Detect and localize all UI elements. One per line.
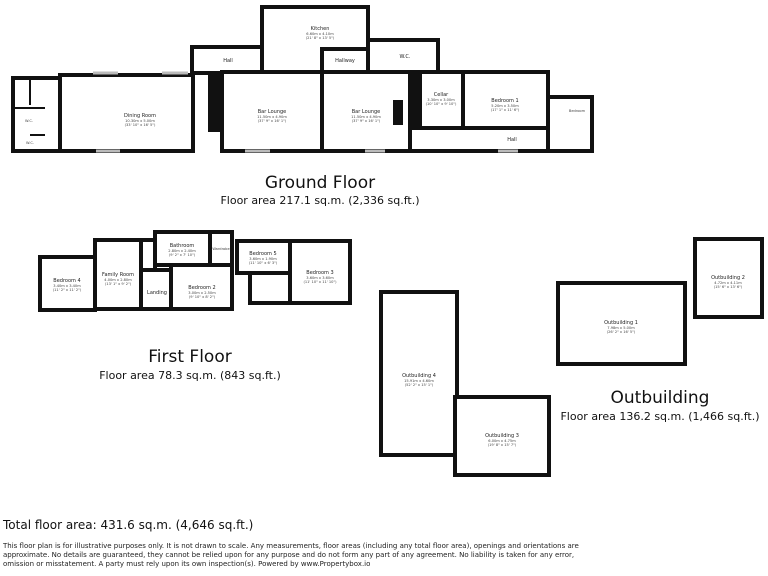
svg-text:Family Room: Family Room [102, 272, 134, 278]
svg-text:(13' 1" x 9' 2"): (13' 1" x 9' 2") [105, 282, 132, 286]
svg-text:Bedroom 3: Bedroom 3 [306, 270, 333, 276]
svg-text:(37' 9" x 16' 1"): (37' 9" x 16' 1") [258, 119, 287, 123]
svg-text:Hall: Hall [223, 58, 233, 64]
first-floor-plan [38, 230, 352, 312]
first-floor-area: Floor area 78.3 sq.m. (843 sq.ft.) [99, 369, 281, 382]
svg-text:(11' 2" x 11' 2"): (11' 2" x 11' 2") [53, 288, 82, 292]
svg-text:(11' 10" x 11' 10"): (11' 10" x 11' 10") [303, 280, 337, 284]
fireplace [393, 100, 403, 125]
svg-text:11.50m x 4.90m: 11.50m x 4.90m [351, 115, 381, 119]
svg-text:3.60m x 1.90m: 3.60m x 1.90m [249, 257, 277, 261]
outbuilding-2 [693, 237, 764, 319]
room-bedroom-2 [169, 263, 234, 311]
svg-text:Outbuilding 2: Outbuilding 2 [711, 275, 745, 281]
svg-text:Bedroom: Bedroom [569, 109, 586, 113]
svg-text:Cellar: Cellar [434, 92, 449, 98]
room-right-wing [546, 95, 594, 153]
svg-text:4.72m x 4.11m: 4.72m x 4.11m [714, 281, 742, 285]
svg-text:Kitchen: Kitchen [311, 26, 330, 32]
outbuilding-4 [379, 290, 459, 457]
room-wc [366, 38, 440, 74]
svg-text:Bedroom 2: Bedroom 2 [188, 285, 215, 291]
outbuilding-plan [379, 237, 764, 477]
svg-text:10.30m x 5.00m: 10.30m x 5.00m [125, 119, 155, 123]
svg-text:15.91m x 4.60m: 15.91m x 4.60m [404, 379, 434, 383]
svg-text:Bedroom 5: Bedroom 5 [249, 251, 276, 257]
svg-text:Outbuilding 1: Outbuilding 1 [604, 320, 638, 326]
stairs [139, 238, 157, 272]
svg-text:Landing: Landing [147, 290, 167, 296]
svg-text:(21' 8" x 13' 5"): (21' 8" x 13' 5") [306, 36, 335, 40]
svg-text:Outbuilding 4: Outbuilding 4 [402, 373, 436, 379]
svg-text:(37' 9" x 16' 1"): (37' 9" x 16' 1") [352, 119, 381, 123]
svg-text:(15' 6" x 13' 6"): (15' 6" x 13' 6") [714, 285, 743, 289]
room-bedroom-3 [288, 239, 352, 305]
svg-text:(33' 10" x 16' 5"): (33' 10" x 16' 5") [125, 123, 156, 127]
svg-text:(10' 10" x 9' 10"): (10' 10" x 9' 10") [426, 102, 457, 106]
svg-text:W.C.: W.C. [399, 54, 410, 60]
svg-text:Hallway: Hallway [335, 58, 355, 64]
svg-text:7.98m x 5.00m: 7.98m x 5.00m [607, 326, 635, 330]
chimney-breast [410, 74, 420, 130]
ground-floor-plan [11, 5, 594, 153]
svg-text:Outbuilding 3: Outbuilding 3 [485, 433, 519, 439]
svg-text:6.00m x 4.75m: 6.00m x 4.75m [488, 439, 516, 443]
svg-text:W.C.: W.C. [25, 119, 33, 123]
svg-text:Wardrobe: Wardrobe [212, 247, 230, 251]
svg-text:Hall: Hall [507, 137, 517, 143]
svg-text:6.60m x 4.10m: 6.60m x 4.10m [306, 32, 334, 36]
svg-text:(26' 2" x 16' 5"): (26' 2" x 16' 5") [607, 330, 636, 334]
total-floor-area: Total floor area: 431.6 sq.m. (4,646 sq.… [3, 518, 254, 532]
svg-text:Bar Lounge: Bar Lounge [352, 109, 380, 115]
outbuilding-title: Outbuilding [611, 388, 710, 408]
svg-text:(9' 10" x 8' 2"): (9' 10" x 8' 2") [189, 295, 216, 299]
svg-text:11.50m x 4.90m: 11.50m x 4.90m [257, 115, 287, 119]
svg-text:Dining Room: Dining Room [124, 113, 156, 119]
room-hall-2 [408, 126, 564, 153]
svg-text:5.20m x 3.50m: 5.20m x 3.50m [491, 104, 519, 108]
svg-text:Bedroom 1: Bedroom 1 [491, 98, 518, 104]
svg-text:Bathroom: Bathroom [170, 243, 195, 249]
svg-text:3.40m x 3.40m: 3.40m x 3.40m [53, 284, 81, 288]
svg-text:(19' 8" x 15' 7"): (19' 8" x 15' 7") [488, 443, 517, 447]
svg-text:W.C.: W.C. [26, 141, 34, 145]
room-bedroom-4 [38, 255, 97, 312]
svg-text:(52' 2" x 15' 1"): (52' 2" x 15' 1") [405, 383, 434, 387]
first-floor-labels: Bedroom 4 3.40m x 3.40m (11' 2" x 11' 2"… [53, 243, 337, 382]
left-wing [11, 76, 62, 153]
outbuilding-3 [453, 395, 551, 477]
svg-text:3.60m x 3.60m: 3.60m x 3.60m [306, 276, 334, 280]
room-dining-room [58, 73, 195, 153]
chimney-breast [208, 74, 222, 132]
svg-text:4.00m x 2.80m: 4.00m x 2.80m [104, 278, 132, 282]
svg-text:2.80m x 2.40m: 2.80m x 2.40m [168, 249, 196, 253]
outbuilding-labels: Outbuilding 1 7.98m x 5.00m (26' 2" x 16… [402, 275, 759, 447]
first-floor-title: First Floor [148, 347, 231, 367]
svg-text:(9' 2" x 7' 10"): (9' 2" x 7' 10") [169, 253, 196, 257]
svg-text:(11' 10" x 6' 3"): (11' 10" x 6' 3") [249, 261, 278, 265]
disclaimer: This floor plan is for illustrative purp… [3, 542, 579, 568]
outbuilding-1 [556, 281, 687, 366]
room-family-room [93, 238, 143, 311]
ground-floor-area: Floor area 217.1 sq.m. (2,336 sq.ft.) [220, 194, 419, 207]
ground-floor-title: Ground Floor [265, 173, 375, 193]
svg-text:3.00m x 2.50m: 3.00m x 2.50m [188, 291, 216, 295]
svg-text:Bedroom 4: Bedroom 4 [53, 278, 80, 284]
svg-text:(17' 1" x 11' 6"): (17' 1" x 11' 6") [491, 108, 520, 112]
outbuilding-area: Floor area 136.2 sq.m. (1,466 sq.ft.) [560, 410, 759, 423]
ground-floor-labels: Kitchen 6.60m x 4.10m (21' 8" x 13' 5") … [25, 26, 586, 207]
stairs-2 [248, 271, 292, 305]
svg-text:Bar Lounge: Bar Lounge [258, 109, 286, 115]
svg-text:3.30m x 3.00m: 3.30m x 3.00m [427, 98, 455, 102]
